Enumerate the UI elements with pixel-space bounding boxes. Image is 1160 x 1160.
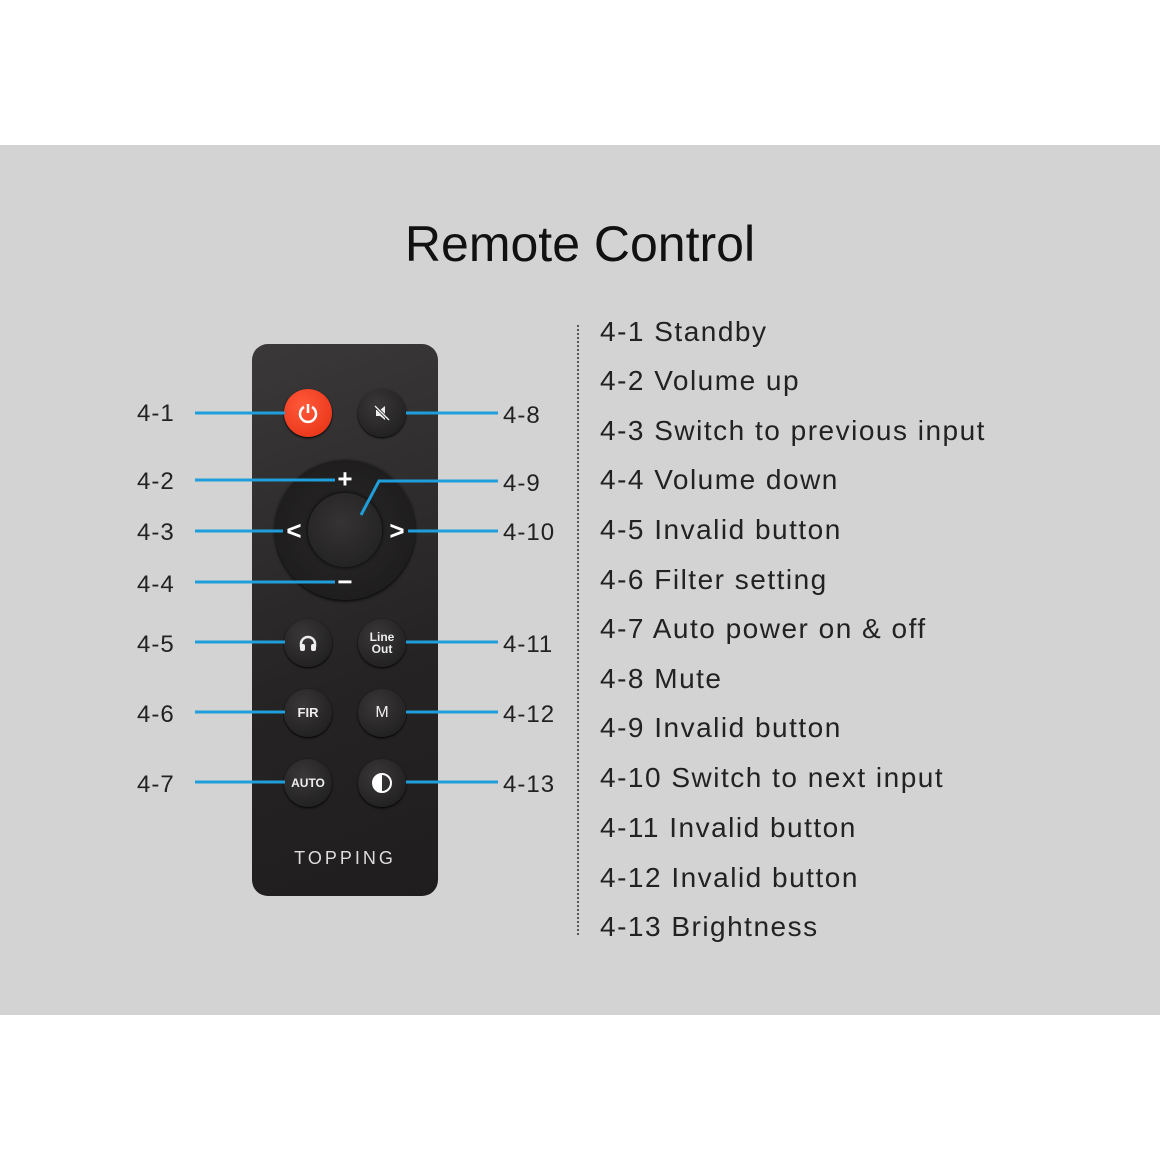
callout-label: 4-5 xyxy=(137,631,175,658)
callout-line xyxy=(359,479,498,516)
legend-item: 4-4 Volume down xyxy=(600,464,839,495)
callout-label: 4-13 xyxy=(503,771,556,798)
callout-label: 4-2 xyxy=(137,468,175,495)
callout-label: 4-11 xyxy=(503,631,554,658)
callout-label: 4-3 xyxy=(137,519,175,546)
mute-icon xyxy=(373,404,391,422)
legend-item: 4-8 Mute xyxy=(600,663,723,694)
legend-item: 4-5 Invalid button xyxy=(600,514,842,545)
headphone-button[interactable] xyxy=(284,619,332,667)
legend-item: 4-11 Invalid button xyxy=(600,812,857,843)
legend-item: 4-13 Brightness xyxy=(600,911,819,942)
brightness-icon xyxy=(372,773,392,793)
m-button[interactable]: M xyxy=(358,689,406,737)
power-icon xyxy=(298,404,318,424)
callout-line xyxy=(195,478,335,482)
callout-label: 4-1 xyxy=(137,400,175,427)
fir-button[interactable]: FIR xyxy=(284,689,332,737)
callout-line xyxy=(408,529,498,533)
callout-label: 4-7 xyxy=(137,771,175,798)
callout-line xyxy=(195,529,283,533)
headphone-icon xyxy=(299,635,317,651)
mute-button[interactable] xyxy=(358,389,406,437)
auto-button[interactable]: AUTO xyxy=(284,759,332,807)
brightness-button[interactable] xyxy=(358,759,406,807)
legend-item: 4-12 Invalid button xyxy=(600,862,859,893)
legend-item: 4-2 Volume up xyxy=(600,365,801,396)
next-input-button[interactable]: > xyxy=(389,515,405,546)
page-title: Remote Control xyxy=(404,216,756,272)
center-button[interactable] xyxy=(308,493,382,567)
legend-item: 4-7 Auto power on & off xyxy=(600,613,927,644)
standby-button[interactable] xyxy=(284,389,332,437)
callout-label: 4-10 xyxy=(503,519,556,546)
callout-line xyxy=(195,411,285,415)
legend-item: 4-3 Switch to previous input xyxy=(600,415,986,446)
callout-label: 4-6 xyxy=(137,701,175,728)
callout-label: 4-9 xyxy=(503,470,541,497)
callout-label: 4-8 xyxy=(503,402,541,429)
callout-line xyxy=(195,580,335,584)
legend-item: 4-1 Standby xyxy=(600,316,768,347)
callout-label: 4-12 xyxy=(503,701,556,728)
legend-item: 4-9 Invalid button xyxy=(600,712,842,743)
callout-line xyxy=(195,780,285,784)
callout-line xyxy=(195,640,285,644)
callout-line xyxy=(406,640,498,644)
callout-label: 4-4 xyxy=(137,571,175,598)
volume-down-button[interactable]: − xyxy=(337,566,353,597)
previous-input-button[interactable]: < xyxy=(286,515,302,546)
callout-line xyxy=(406,780,498,784)
divider xyxy=(577,325,579,935)
volume-up-button[interactable]: + xyxy=(337,463,353,494)
callout-line xyxy=(406,411,498,415)
callout-line xyxy=(406,710,498,714)
line-out-button[interactable]: Line Out xyxy=(358,619,406,667)
remote-body xyxy=(252,344,438,896)
background-panel xyxy=(0,145,1160,1015)
legend-item: 4-6 Filter setting xyxy=(600,564,828,595)
brand-logo: TOPPING xyxy=(294,848,396,868)
legend-item: 4-10 Switch to next input xyxy=(600,762,945,793)
callout-line xyxy=(195,710,285,714)
